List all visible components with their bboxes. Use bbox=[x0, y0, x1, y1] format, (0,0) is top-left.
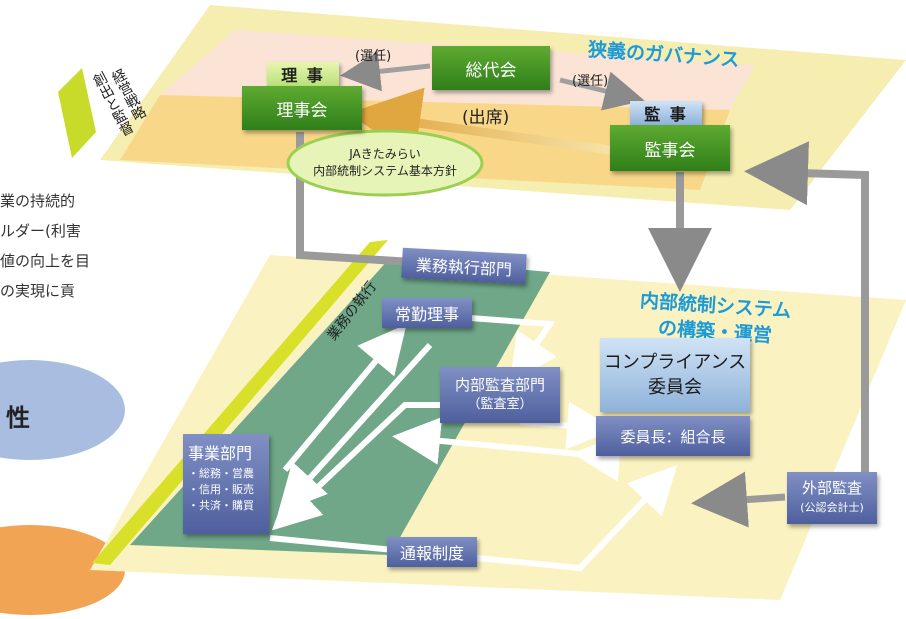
side-text: 業の持続的 ルダー(利害 値の向上を目 の実現に貢 bbox=[0, 186, 90, 306]
policy-line2: 内部統制システム基本方針 bbox=[313, 164, 457, 178]
internal-audit-line2: （監査室） bbox=[467, 397, 533, 412]
external-audit-line2: (公認会計士) bbox=[800, 501, 864, 514]
execution-dept-box: 業務執行部門 bbox=[401, 247, 527, 285]
committee-chair-box: 委員長：組合長 bbox=[596, 416, 750, 456]
policy-line1: JAきたみらい bbox=[349, 147, 421, 161]
external-audit-to-kanjikai-connector bbox=[744, 141, 869, 478]
shusseki-label: (出席) bbox=[462, 108, 510, 128]
shusseki-arrow bbox=[348, 87, 611, 159]
side-text-line-1: 業の持続的 bbox=[0, 192, 76, 210]
reporting-system-box: 通報制度 bbox=[387, 537, 477, 567]
senin-left-label: (選任) bbox=[355, 49, 392, 64]
senin-left-arrow bbox=[340, 51, 431, 92]
execution-strip bbox=[92, 240, 388, 565]
strategy-strip bbox=[58, 68, 96, 158]
side-text-line-4: の実現に貢 bbox=[0, 282, 76, 300]
side-text-line-2: ルダー(利害 bbox=[0, 222, 81, 240]
joukin-riji-box: 常勤理事 bbox=[382, 298, 472, 328]
side-badge: 性 bbox=[6, 404, 30, 432]
external-audit-line1: 外部監査 bbox=[801, 479, 862, 497]
business-item-2: ・信用・販売 bbox=[188, 483, 254, 496]
side-text-line-3: 値の向上を目 bbox=[0, 252, 91, 270]
kanji-tab: 監 事 bbox=[630, 101, 702, 125]
senin-right-arrow bbox=[559, 71, 645, 111]
kanjikai-box: 監事会 bbox=[610, 125, 730, 171]
business-to-joukin-arrow bbox=[282, 324, 407, 472]
internal-audit-box: 内部監査部門 （監査室） bbox=[440, 367, 560, 423]
audit-to-business-arrow bbox=[271, 402, 440, 531]
rijikai-box: 理事会 bbox=[242, 86, 362, 130]
reporting-arrow bbox=[269, 464, 678, 572]
chair-audit-bidirectional-arrow bbox=[392, 416, 623, 482]
business-dept-box: 事業部門 ・総務・営農 ・信用・販売 ・共済・購買 bbox=[183, 434, 269, 534]
riji-tab: 理 事 bbox=[267, 62, 339, 86]
side-orange-ellipse bbox=[0, 525, 125, 615]
internal-audit-line1: 内部監査部門 bbox=[454, 376, 545, 394]
side-blue-ellipse bbox=[0, 360, 125, 460]
sodaikai-box: 総代会 bbox=[432, 46, 550, 90]
business-item-1: ・総務・営農 bbox=[188, 467, 254, 480]
compliance-line1: コンプライアンス bbox=[603, 352, 747, 373]
external-audit-box: 外部監査 (公認会計士) bbox=[787, 472, 877, 524]
joukin-to-business-arrow bbox=[277, 342, 433, 514]
business-dept-title: 事業部門 bbox=[188, 444, 253, 463]
joukin-to-audit-arrow bbox=[469, 315, 557, 383]
business-item-3: ・共済・購買 bbox=[188, 499, 254, 512]
compliance-committee-box: コンプライアンス 委員会 bbox=[600, 338, 750, 412]
external-audit-to-chair-connector bbox=[691, 471, 786, 528]
senin-right-label: (選任) bbox=[572, 74, 609, 89]
policy-ellipse bbox=[286, 129, 484, 197]
compliance-line2: 委員会 bbox=[648, 377, 702, 398]
